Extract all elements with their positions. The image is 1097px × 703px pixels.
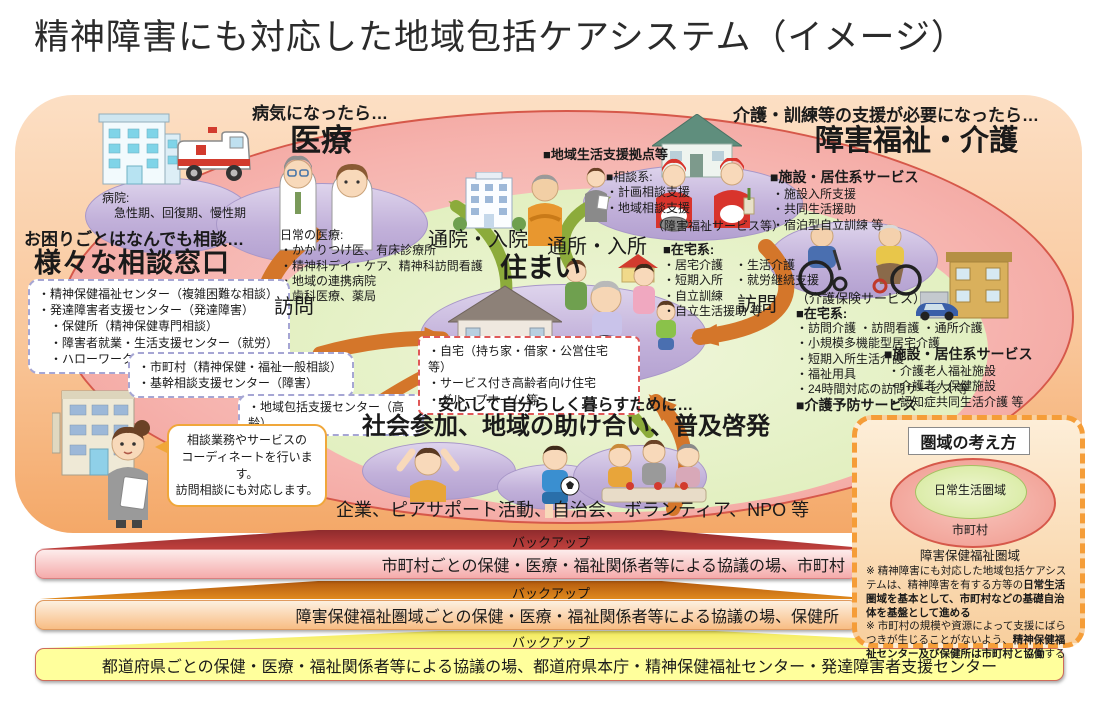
backup-label-2: バックアップ	[512, 586, 591, 601]
hospital-icon	[98, 113, 181, 185]
region-note2-bold: 精神保健福祉センター及び保健所は市町村と協働	[866, 634, 1066, 661]
kaigo-home-head: ■在宅系:	[796, 306, 848, 321]
community-heading: 社会参加、地域の助け合い、普及啓発	[362, 413, 770, 440]
backup-label-1: バックアップ	[512, 535, 591, 550]
kaigo-facility-head: ■施設・居住系サービス	[884, 346, 1033, 362]
yellow-house-icon	[920, 252, 1012, 319]
coordinator-bubble-text: 相談業務やサービスの コーディネートを行います。 訪問相談にも対応します。	[175, 433, 319, 498]
bubble-tail	[155, 440, 169, 454]
visit-left-label: 訪問	[274, 296, 314, 318]
backup-label-3: バックアップ	[512, 635, 591, 650]
car-icon	[916, 303, 958, 321]
region-note1-pre: ※ 精神障害にも対応した地域包括ケアシステムは、精神障害を有する方等の	[866, 565, 1067, 591]
council-bar-municipality-text: 市町村ごとの保健・医療・福祉関係者等による協議の場、市町村	[381, 558, 845, 575]
life-base-label: ■地域生活支援拠点等	[543, 147, 668, 162]
kaigo-facility-items: ・介護老人福祉施設 ・介護老人保健施設 ・認知症共同生活介護 等	[888, 364, 1024, 409]
welfare-home-head: ■在宅系:	[663, 242, 715, 257]
cheer-man-icon	[396, 447, 460, 502]
home-heading: 住まい	[500, 253, 581, 283]
consult-services: ■相談系: ・計画相談支援 ・地域相談支援	[606, 170, 691, 215]
region-note2-pre: ※ 市町村の規模や資源によって支援にばらつきが生じることがないよう、	[866, 620, 1066, 647]
daily-area-label: 日常生活圏域	[933, 483, 1006, 497]
consult-heading: 様々な相談窓口	[34, 248, 230, 278]
coordinator-icon	[108, 420, 150, 528]
medical-trigger: 病気になったら…	[252, 104, 388, 123]
wheelchair-pair-icon	[798, 224, 922, 296]
region-concept-box: 圏域の考え方 日常生活圏域 市町村 障害保健福祉圏域 ※ 精神障害にも対応した地…	[852, 415, 1085, 660]
city-hospital-icon	[453, 172, 526, 231]
soccer-boy-icon	[542, 445, 580, 518]
page-title: 精神障害にも対応した地域包括ケアシステム（イメージ）	[34, 18, 967, 57]
region-box-title: 圏域の考え方	[907, 427, 1030, 455]
welfare-facility-head: ■施設・居住系サービス	[770, 169, 919, 185]
flow-hospital-label: 通院・入院	[428, 229, 528, 251]
helpers-icon	[656, 158, 755, 232]
region-caption: 障害保健福祉圏域	[919, 549, 1020, 563]
consult-box2: ・市町村（精神保健・福祉一般相談） ・基幹相談支援センター（障害）	[128, 352, 354, 399]
old-man-icon	[528, 174, 562, 246]
welfare-facility-items: ・施設入所支援 ・共同生活援助 ・宿泊型自立訓練 等	[772, 187, 884, 232]
community-actors: 企業、ピアサポート活動、自治会、ボランティア、NPO 等	[336, 500, 810, 520]
medical-heading: 医療	[290, 123, 352, 158]
region-note1-bold: 日常生活圏域を基本として、市町村などの基礎自治体を基盤として進める	[866, 578, 1066, 619]
coordinator-bubble: 相談業務やサービスの コーディネートを行います。 訪問相談にも対応します。	[155, 424, 327, 508]
kaigo-home-items: ・訪問介護 ・訪問看護 ・通所介護 ・小規模多機能型居宅介護 ・短期入所生活介護…	[796, 321, 983, 397]
consult-trigger: お困りごとはなんでも相談…	[24, 230, 245, 249]
council-bar-prefecture-text: 都道府県ごとの保健・医療・福祉関係者等による協議の場、都道府県本庁・精神保健福祉…	[101, 658, 998, 676]
consult-note: （障害福祉サービス等）	[652, 219, 785, 233]
ambulance-icon	[177, 127, 251, 181]
backup-banner-2	[40, 581, 858, 599]
visit-right-label: 訪問	[737, 294, 777, 316]
municipality-label: 市町村	[951, 523, 988, 537]
region-note2-post: する	[1044, 648, 1066, 661]
council-bar-region-text: 障害保健福祉圏域ごとの保健・医療・福祉関係者等による協議の場、保健所	[295, 609, 839, 626]
council-bar-prefecture: 都道府県ごとの保健・医療・福祉関係者等による協議の場、都道府県本庁・精神保健福祉…	[35, 648, 1064, 681]
elderly-wheelchair-ellipse	[768, 221, 938, 299]
kaigo-label: （介護保険サービス）	[796, 291, 927, 306]
welfare-trigger: 介護・訓練等の支援が必要になったら…	[733, 106, 1039, 125]
daily-area-ellipse	[915, 465, 1027, 519]
kaigo-prevention-head: ■介護予防サービス	[796, 397, 917, 413]
council-bar-region: 障害保健福祉圏域ごとの保健・医療・福祉関係者等による協議の場、保健所	[35, 600, 858, 630]
welfare-heading: 障害福祉・介護	[815, 125, 1019, 157]
hospital-phases: 病院: 急性期、回復期、慢性期	[102, 191, 247, 221]
council-bar-municipality: 市町村ごとの保健・医療・福祉関係者等による協議の場、市町村	[35, 549, 858, 579]
region-notes: ※ 精神障害にも対応した地域包括ケアシステムは、精神障害を有する方等の日常生活圏…	[866, 565, 1073, 662]
